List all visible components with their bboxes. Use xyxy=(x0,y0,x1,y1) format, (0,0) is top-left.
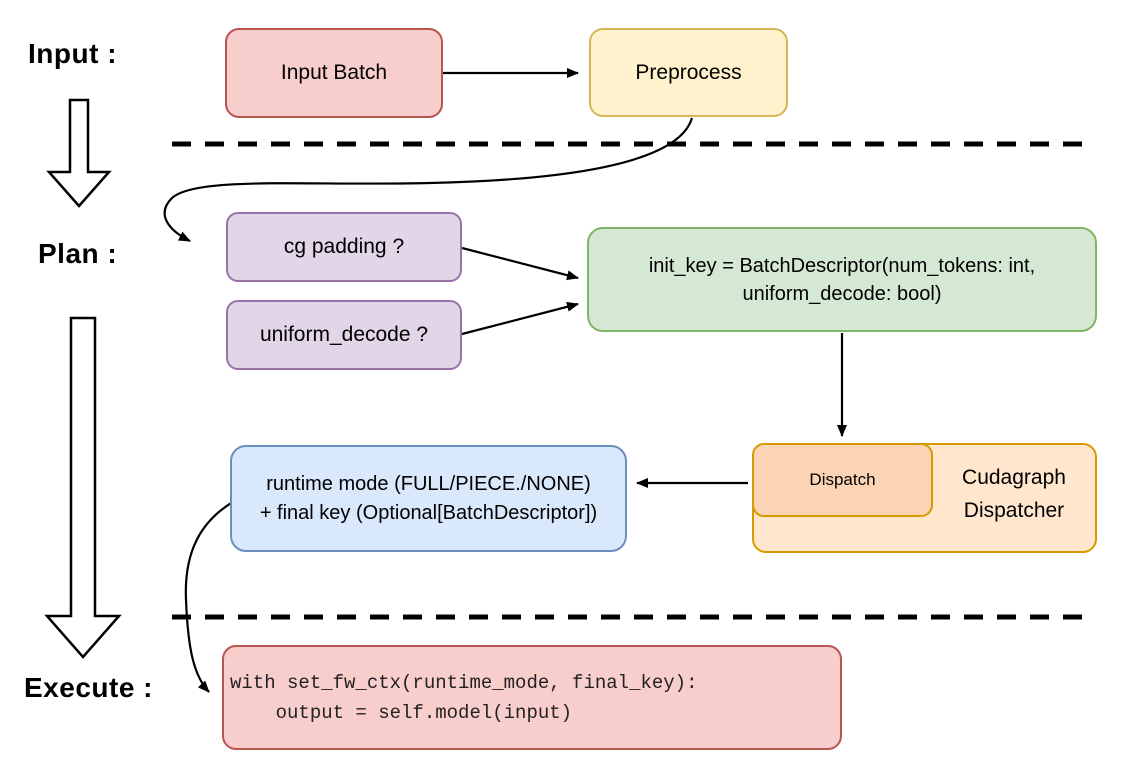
node-uniform-decode: uniform_decode ? xyxy=(226,300,462,370)
stage-label-input: Input : xyxy=(28,38,118,69)
node-dispatch: Dispatch xyxy=(752,443,933,517)
node-init-key: init_key = BatchDescriptor(num_tokens: i… xyxy=(587,227,1097,332)
node-preprocess: Preprocess xyxy=(589,28,788,117)
execute-code-line1: with set_fw_ctx(runtime_mode, final_key)… xyxy=(230,671,698,694)
node-runtime-result: runtime mode (FULL/PIECE./NONE) + final … xyxy=(230,445,627,552)
node-execute-code: with set_fw_ctx(runtime_mode, final_key)… xyxy=(222,645,842,750)
node-runtime-result-line1: runtime mode (FULL/PIECE./NONE) xyxy=(266,472,591,495)
arrow-preprocess-to-cgpadding xyxy=(163,117,694,242)
arrow-runtime-to-executecode xyxy=(184,495,245,693)
node-input-batch-label: Input Batch xyxy=(280,61,388,84)
node-cg-padding: cg padding ? xyxy=(226,212,462,282)
arrow-uniformdecode-to-initkey xyxy=(461,301,579,336)
node-uniform-decode-label: uniform_decode ? xyxy=(259,323,429,346)
execute-code-line2: output = self.model(input) xyxy=(230,701,573,724)
node-cg-padding-label: cg padding ? xyxy=(283,235,405,258)
arrow-cgpadding-to-initkey xyxy=(461,246,579,281)
execute-code-block: with set_fw_ctx(runtime_mode, final_key)… xyxy=(224,668,697,728)
stage-arrow-input-to-plan-icon xyxy=(46,98,112,208)
node-cudagraph-dispatcher-label: Cudagraph Dispatcher xyxy=(962,466,1066,522)
stage-label-plan: Plan : xyxy=(38,238,118,269)
node-preprocess-label: Preprocess xyxy=(635,60,742,84)
node-input-batch: Input Batch xyxy=(225,28,443,118)
node-runtime-result-line2: + final key (Optional[BatchDescriptor]) xyxy=(259,501,598,524)
stage-arrow-plan-to-execute-icon xyxy=(44,316,122,659)
node-dispatch-label: Dispatch xyxy=(809,470,876,489)
node-init-key-label: init_key = BatchDescriptor(num_tokens: i… xyxy=(648,254,1036,305)
stage-label-execute: Execute : xyxy=(24,672,153,703)
